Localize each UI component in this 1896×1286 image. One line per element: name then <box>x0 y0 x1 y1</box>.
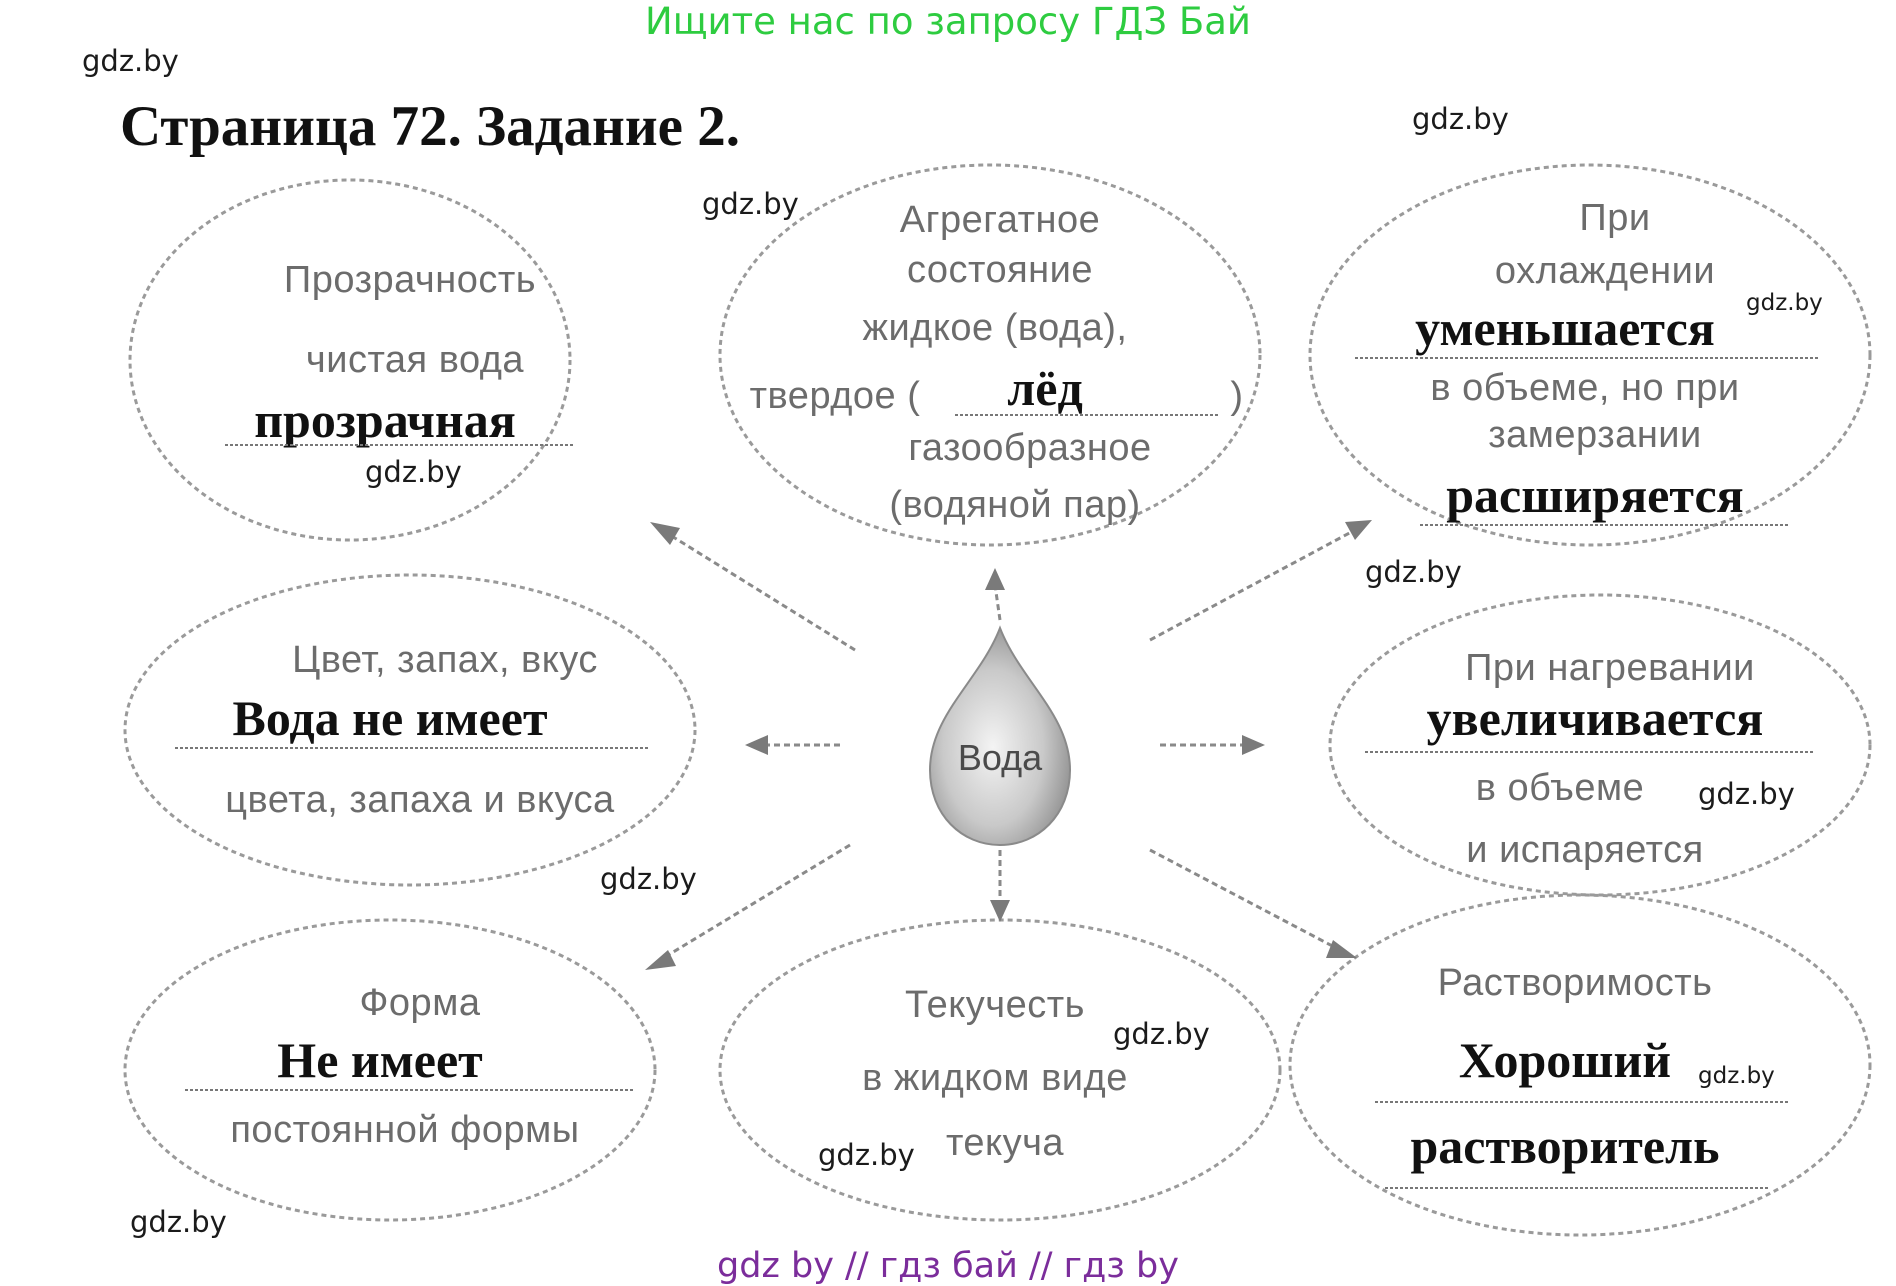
watermark: gdz.by <box>1698 1063 1775 1089</box>
state-line-4: твердое ( <box>750 375 921 417</box>
solubility-heading: Растворимость <box>1438 962 1713 1004</box>
state-line-5: ) <box>1230 375 1243 417</box>
watermark: gdz.by <box>1746 290 1823 316</box>
color-line-2: цвета, запаха и вкуса <box>225 779 615 821</box>
color-answer: Вода не имеет <box>232 690 547 746</box>
arrow-head-transparency <box>650 522 680 545</box>
shape-answer: Не имеет <box>277 1032 482 1088</box>
center-label: Вода <box>958 737 1043 778</box>
cooling-line-2: охлаждении <box>1495 250 1715 292</box>
oval-shape <box>123 918 657 1222</box>
watermark: gdz.by <box>600 862 697 896</box>
page-title: Страница 72. Задание 2. <box>120 95 740 158</box>
oval-transparency <box>128 178 572 542</box>
transparency-line-2: чистая вода <box>306 339 525 381</box>
water-drop-icon <box>928 625 1072 847</box>
solubility-answer-2: растворитель <box>1410 1118 1719 1174</box>
heating-heading: При нагревании <box>1465 647 1755 689</box>
oval-state <box>718 163 1262 547</box>
shape-heading: Форма <box>360 982 481 1024</box>
state-line-7: (водяной пар) <box>889 484 1140 526</box>
cooling-answer-2: расширяется <box>1446 467 1744 523</box>
state-line-3: жидкое (вода), <box>863 307 1128 349</box>
arrow-to-transparency <box>669 533 856 652</box>
fluidity-line-2: в жидком виде <box>862 1057 1128 1099</box>
arrow-head-solubility <box>1326 940 1357 958</box>
watermark: gdz.by <box>702 187 799 221</box>
solubility-answer-1: Хороший <box>1459 1032 1671 1088</box>
arrow-head-heating <box>1242 735 1265 755</box>
arrow-to-cooling <box>1149 528 1356 642</box>
oval-solubility <box>1288 893 1872 1237</box>
arrow-head-shape <box>645 950 676 970</box>
watermark: gdz.by <box>818 1138 915 1172</box>
shape-line-2: постоянной формы <box>230 1109 579 1151</box>
cooling-heading: При <box>1579 197 1650 239</box>
arrow-head-fluidity <box>990 900 1010 922</box>
heating-answer: увеличивается <box>1427 690 1764 746</box>
watermark: gdz.by <box>130 1205 227 1239</box>
promo-banner[interactable]: Ищите нас по запросу ГДЗ Бай <box>645 0 1251 43</box>
heating-line-2: в объеме <box>1476 767 1645 809</box>
watermark: gdz.by <box>1412 102 1509 136</box>
state-answer: лёд <box>1007 360 1083 416</box>
fluidity-heading: Текучесть <box>905 984 1085 1026</box>
oval-cooling <box>1308 163 1872 547</box>
oval-heating <box>1328 593 1872 897</box>
state-line-2: состояние <box>907 249 1093 291</box>
transparency-heading: Прозрачность <box>284 259 536 301</box>
watermark: gdz.by <box>365 455 462 489</box>
fluidity-line-3: текуча <box>946 1122 1064 1164</box>
watermark: gdz.by <box>82 44 179 78</box>
arrow-head-color <box>745 735 768 755</box>
cooling-line-3: в объеме, но при <box>1430 367 1739 409</box>
state-heading: Агрегатное <box>900 199 1100 241</box>
cooling-line-4: замерзании <box>1488 414 1702 456</box>
color-heading: Цвет, запах, вкус <box>292 639 598 681</box>
transparency-answer: прозрачная <box>254 392 516 448</box>
arrow-head-state <box>985 568 1005 590</box>
state-line-6: газообразное <box>908 427 1151 469</box>
oval-color <box>123 573 697 887</box>
watermark: gdz.by <box>1113 1017 1210 1051</box>
watermark: gdz.by <box>1365 555 1462 589</box>
cooling-answer-1: уменьшается <box>1415 300 1715 356</box>
watermark: gdz.by <box>1698 777 1795 811</box>
footer-links[interactable]: gdz by // гдз бай // гдз by <box>717 1246 1179 1286</box>
arrow-to-solubility <box>1149 848 1341 952</box>
arrow-head-cooling <box>1345 520 1372 540</box>
arrow-to-state <box>993 584 1002 621</box>
heating-line-3: и испаряется <box>1466 829 1703 871</box>
arrow-to-shape <box>659 843 851 962</box>
